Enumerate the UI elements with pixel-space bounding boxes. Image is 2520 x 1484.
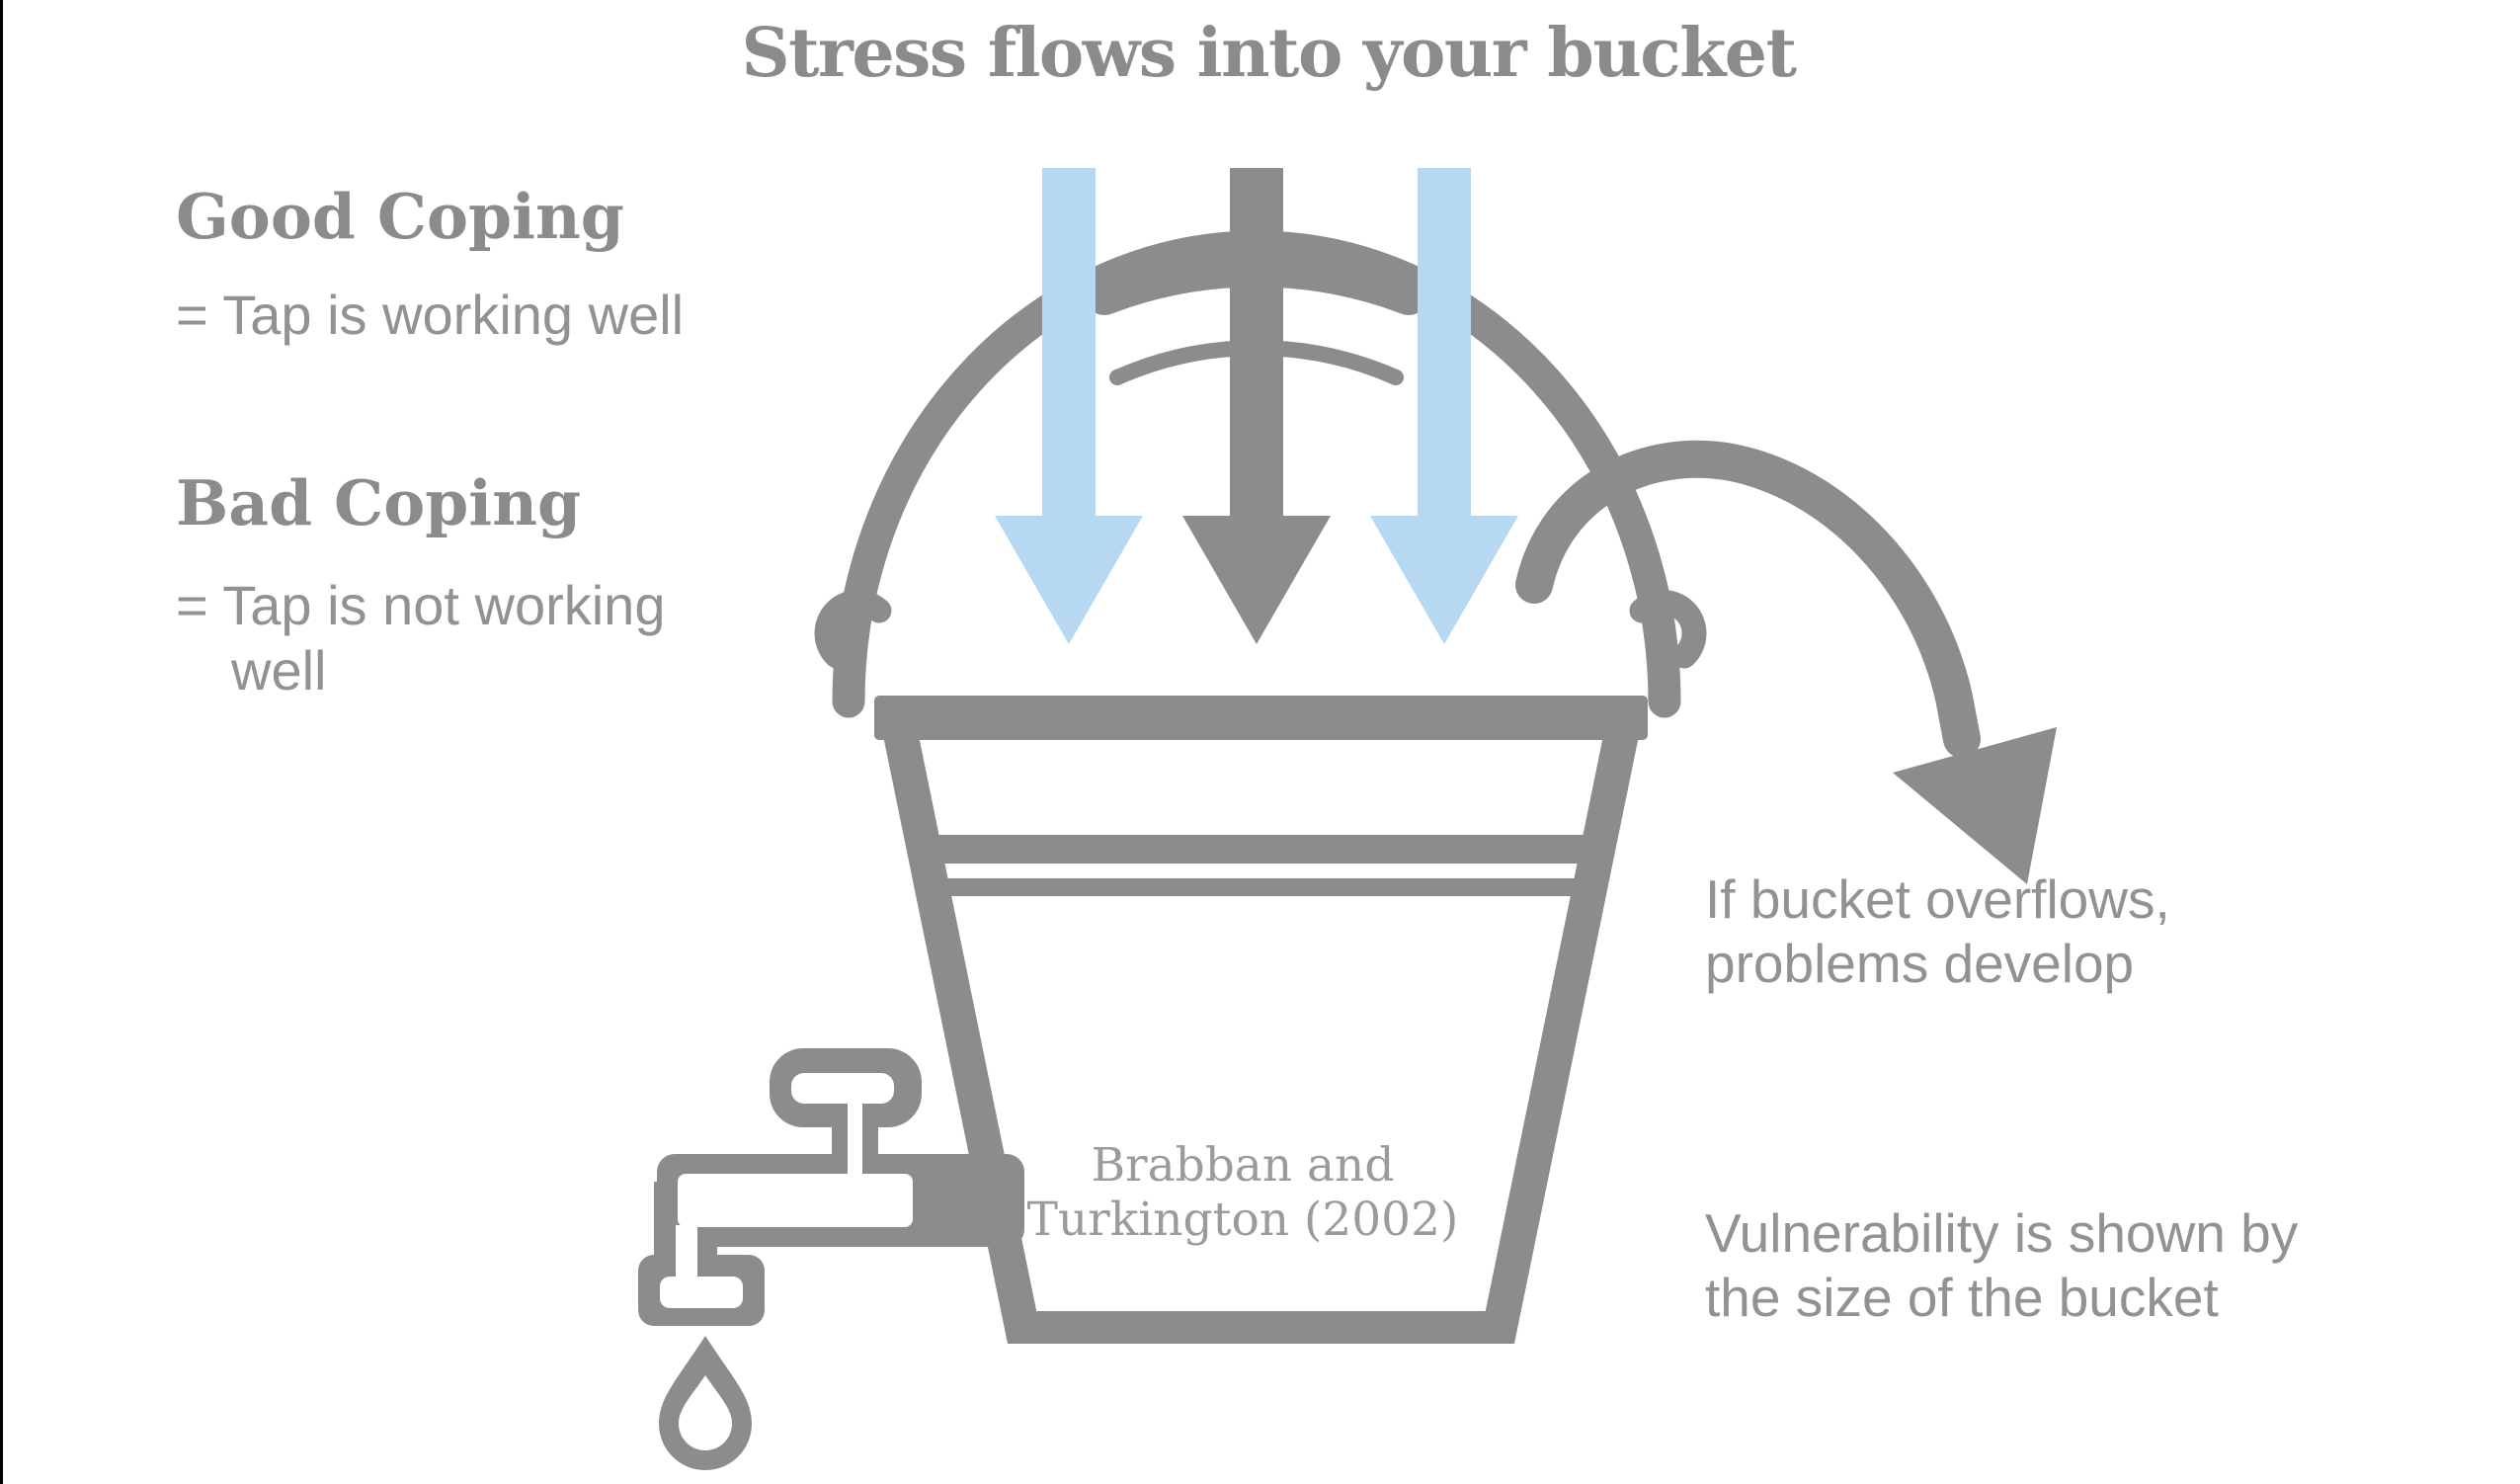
handle-hook-right (1629, 590, 1707, 669)
bad-coping-line-1: = Tap is not working (176, 574, 666, 636)
vulnerability-note-line-2: the size of the bucket (1705, 1267, 2219, 1328)
overflow-note-line-1: If bucket overflows, (1705, 868, 2170, 930)
bad-coping-description: = Tap is not working well (176, 573, 665, 703)
bad-coping-heading: Bad Coping (176, 466, 582, 539)
left-edge-line (0, 0, 3, 1484)
water-level-line-thin (930, 878, 1593, 896)
bucket-wall-left (880, 721, 1043, 1344)
stress-arrow-gray-center (1182, 168, 1331, 644)
bucket-bottom (1008, 1311, 1514, 1344)
vulnerability-note: Vulnerability is shown by the size of th… (1705, 1201, 2298, 1330)
stress-arrow-blue-left (995, 168, 1143, 644)
bucket-rim (874, 696, 1648, 740)
diagram-title: Stress flows into your bucket (741, 14, 1797, 93)
handle-hook-left (814, 590, 892, 669)
citation-line-2: Turkington (2002) (1026, 1193, 1459, 1247)
good-coping-heading: Good Coping (176, 180, 624, 253)
water-drop-icon (659, 1336, 752, 1471)
bucket-wall-right (1479, 721, 1642, 1344)
citation-line-1: Brabban and (1091, 1138, 1395, 1193)
stress-arrow-blue-right (1370, 168, 1518, 644)
tap-icon (638, 1048, 1024, 1326)
water-level-line-thick (922, 835, 1601, 864)
overflow-arrow-icon (1515, 440, 2057, 884)
citation: Brabban and Turkington (2002) (1016, 1138, 1470, 1247)
overflow-note: If bucket overflows, problems develop (1705, 867, 2170, 996)
overflow-note-line-2: problems develop (1705, 933, 2135, 994)
bad-coping-line-2: well (231, 639, 327, 701)
vulnerability-note-line-1: Vulnerability is shown by (1705, 1202, 2299, 1264)
bucket-icon (874, 696, 1648, 1344)
good-coping-description: = Tap is working well (176, 284, 685, 346)
